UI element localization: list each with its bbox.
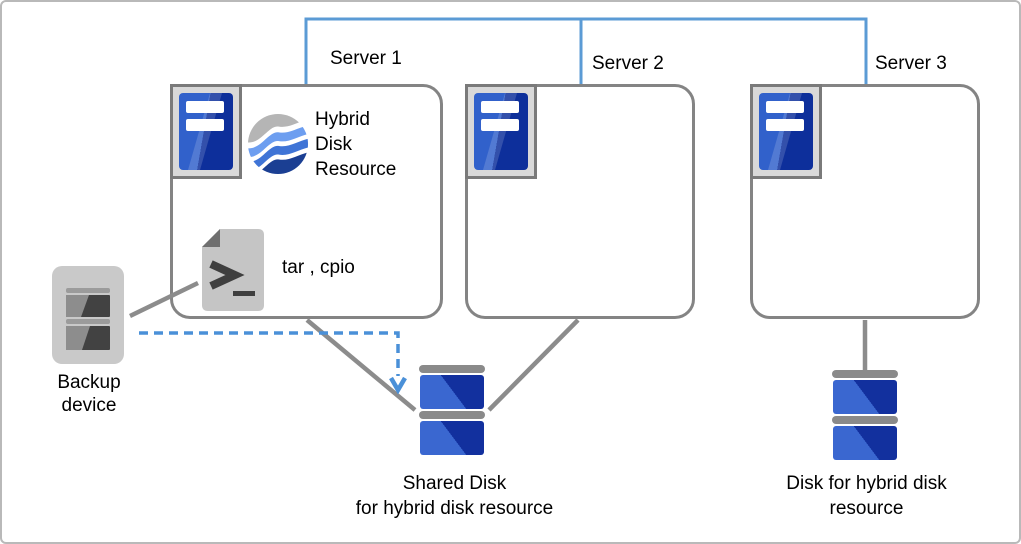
hybrid-disk-resource-label: Hybrid Disk Resource — [315, 109, 397, 180]
server3-label: Server 3 — [875, 53, 947, 74]
backup-device-icon — [52, 266, 124, 364]
server-tower-icon — [750, 84, 822, 179]
server2-label: Server 2 — [592, 53, 664, 74]
tar-cpio-label: tar , cpio — [282, 257, 355, 278]
backup-connector-line — [129, 280, 199, 319]
terminal-script-file-icon — [202, 229, 264, 311]
hybrid-disk-resource-icon — [247, 113, 309, 175]
hybrid-disk-label: Disk for hybrid disk resource — [786, 473, 947, 519]
server1-label: Server 1 — [330, 48, 402, 69]
backup-dashed-arrowhead — [389, 376, 407, 395]
server1-shared-disk-line — [305, 318, 417, 412]
interconnect-line — [304, 17, 868, 84]
shared-disk-label: Shared Disk for hybrid disk resource — [355, 473, 554, 519]
backup-dashed-arrow-line — [139, 331, 400, 376]
backup-device-label: Backup device — [57, 372, 121, 416]
hybrid-disk-icon — [832, 370, 898, 460]
shared-disk-icon — [419, 365, 485, 455]
server-tower-icon — [170, 84, 242, 179]
server2-shared-disk-line — [487, 318, 580, 412]
server-tower-icon — [465, 84, 537, 179]
